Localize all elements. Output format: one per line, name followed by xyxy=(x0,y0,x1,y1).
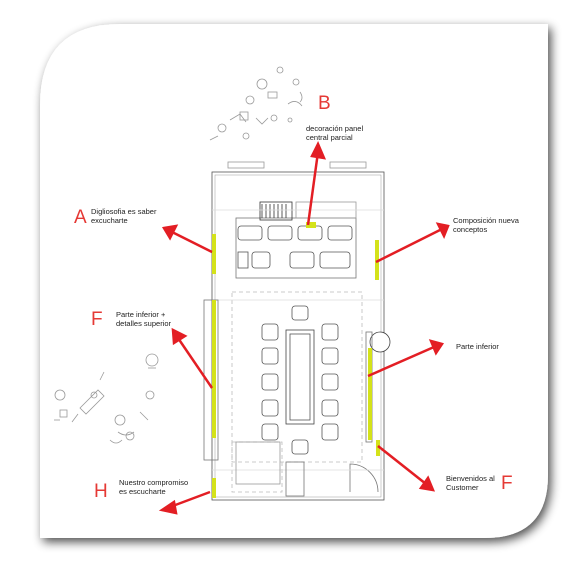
letter-f-right: F xyxy=(501,473,513,494)
parte-inferior-detalles-label-1: Parte inferior + xyxy=(116,310,166,319)
nuestro-compromiso-label-1: Nuestro compromiso xyxy=(119,478,189,487)
annotation-arrows xyxy=(158,141,450,515)
composicion-label-2: conceptos xyxy=(453,225,488,234)
doodle-cluster-left xyxy=(54,353,159,444)
composicion-label-1: Composición nueva xyxy=(453,216,519,225)
digliosofia-label-2: excucharte xyxy=(91,216,128,225)
decoracion-label-1: decoración panel xyxy=(306,124,364,133)
letter-a: A xyxy=(74,207,87,228)
bienvenidos-label-1: Bienvenidos al xyxy=(446,474,495,483)
parte-inferior-detalles-label-2: detalles superior xyxy=(116,319,172,328)
letter-b: B xyxy=(318,93,331,114)
parte-inferior-label: Parte inferior xyxy=(456,342,499,351)
nuestro-compromiso-label-2: es escucharte xyxy=(119,487,166,496)
letter-f-left: F xyxy=(91,309,103,330)
doodle-cluster-top xyxy=(209,66,303,141)
digliosofia-label-1: Digliosofia es saber xyxy=(91,207,157,216)
decoracion-label-2: central parcial xyxy=(306,133,353,142)
letter-h: H xyxy=(94,481,108,502)
bienvenidos-label-2: Customer xyxy=(446,483,479,492)
highlight-strips xyxy=(212,222,380,498)
card-background xyxy=(40,24,548,538)
